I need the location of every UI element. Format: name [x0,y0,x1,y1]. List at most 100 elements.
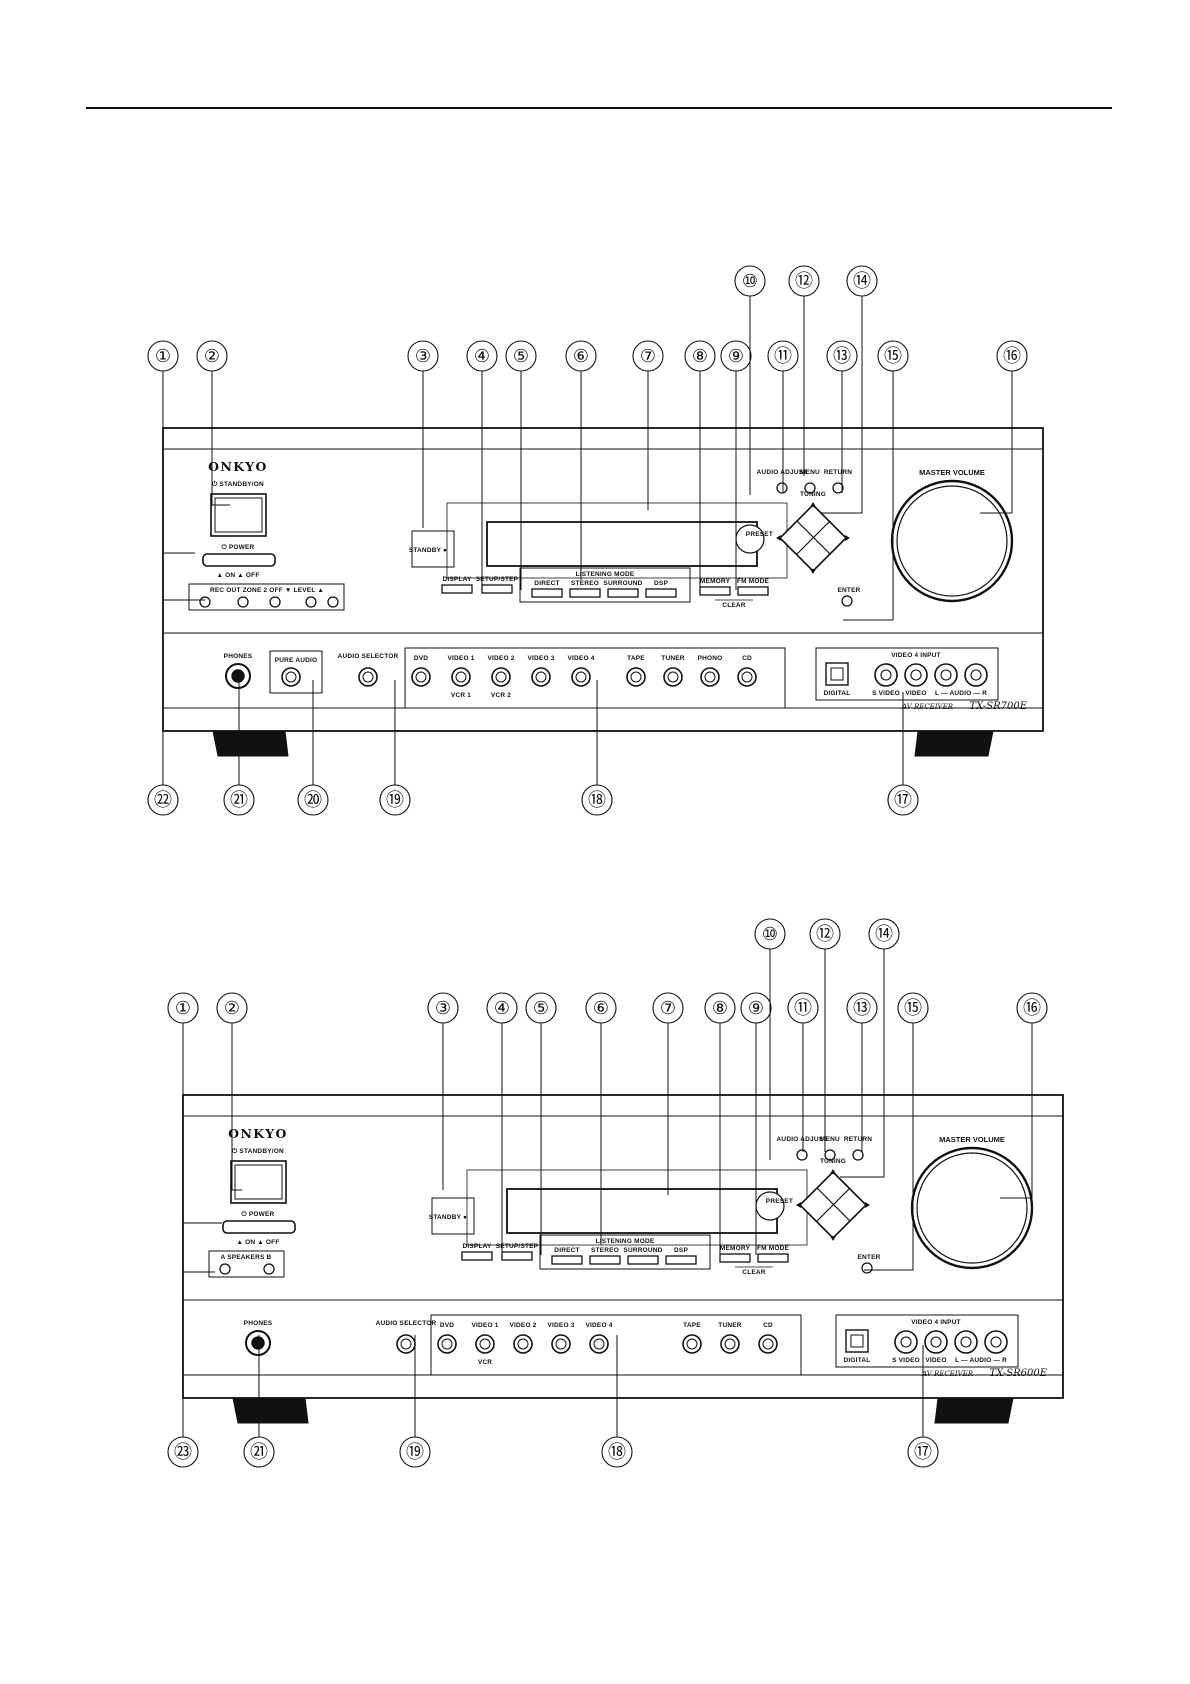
video4-video-label: VIDEO [905,690,926,697]
preset-left-icon[interactable] [776,535,781,541]
phones-label: PHONES [244,1320,273,1327]
speakers-a-button[interactable] [219,1263,231,1275]
input-video-2-label: VIDEO 2 [509,1322,536,1329]
listening-mode-surround-button[interactable] [607,588,639,598]
callout-top-0: ⑩ [762,924,778,945]
master-volume-label: MASTER VOLUME [919,468,985,477]
callout-6: ⑦ [640,346,656,367]
tuning-down-icon[interactable] [810,569,816,574]
display-button[interactable] [461,1251,493,1261]
standby-on-label: ⏻ STANDBY/ON [232,1147,284,1155]
power-button[interactable] [202,553,276,567]
video4-jack-inner-1 [930,1336,942,1348]
power-label: ⏻ POWER [242,1210,275,1218]
listening-mode-surround-button[interactable] [627,1255,659,1265]
callout-12: ⑯ [1003,346,1021,367]
audio-adjust-button[interactable] [796,1149,808,1161]
enter-button[interactable] [841,595,853,607]
standby-indicator-box [411,530,455,568]
return-button[interactable] [832,482,844,494]
input-cd-label: CD [742,655,752,662]
preset-right-icon[interactable] [845,535,850,541]
tuning-up-icon[interactable] [830,1169,836,1174]
input-dvd-button-inner [415,671,427,683]
menu-button[interactable] [804,482,816,494]
audio-selector-button-inner [400,1338,412,1350]
callout-7: ⑧ [712,998,728,1019]
standby-on-button[interactable] [230,1160,287,1204]
video4-svideo-label: S VIDEO [872,690,900,697]
input-video-1-button-inner [479,1338,491,1350]
listening-mode-direct-label: DIRECT [554,1247,579,1254]
video4-jack-inner-0 [900,1336,912,1348]
fm-mode-button[interactable] [737,586,769,596]
callout-top-1: ⑫ [816,924,834,945]
optical-digital-jack-inner [850,1334,864,1348]
listening-mode-dsp-label: DSP [674,1247,688,1254]
video4-input-box [815,647,999,701]
listening-mode-stereo-button[interactable] [589,1255,621,1265]
display-button[interactable] [441,584,473,594]
tuning-down-icon[interactable] [830,1236,836,1241]
callout-1: ② [224,998,240,1019]
callout-bottom-3: ⑲ [386,790,404,811]
remote-sensor [755,1191,785,1221]
zone-button-1[interactable] [237,596,249,608]
menu-label: MENU [820,1136,840,1143]
listening-mode-direct-button[interactable] [551,1255,583,1265]
display-label: DISPLAY [463,1243,492,1250]
speakers-b-button[interactable] [263,1263,275,1275]
callout-bottom-4: ⑱ [588,790,606,811]
page-rule [86,107,1112,109]
input-video-3-label: VIDEO 3 [527,655,554,662]
listening-mode-stereo-label: STEREO [571,580,599,587]
preset-left-icon[interactable] [796,1202,801,1208]
audio-adjust-button[interactable] [776,482,788,494]
standby-indicator-box [431,1197,475,1235]
callout-2: ③ [415,346,431,367]
power-button[interactable] [222,1220,296,1234]
video4-jack-inner-2 [960,1336,972,1348]
listening-mode-stereo-button[interactable] [569,588,601,598]
audio-selector-label: AUDIO SELECTOR [338,653,399,660]
enter-label: ENTER [857,1254,880,1261]
callout-bottom-4: ⑰ [914,1442,932,1463]
optical-digital-jack[interactable] [845,1329,869,1353]
tuning-up-icon[interactable] [810,502,816,507]
right-foot [934,1397,1014,1424]
listening-mode-label: LISTENING MODE [576,571,635,578]
menu-label: MENU [800,469,820,476]
memory-button[interactable] [699,586,731,596]
callout-0: ① [175,998,191,1019]
zone-button-3[interactable] [305,596,317,608]
listening-mode-stereo-label: STEREO [591,1247,619,1254]
preset-right-icon[interactable] [865,1202,870,1208]
fm-mode-button[interactable] [757,1253,789,1263]
listening-mode-label: LISTENING MODE [596,1238,655,1245]
memory-button[interactable] [719,1253,751,1263]
listening-mode-direct-button[interactable] [531,588,563,598]
callout-bottom-5: ⑰ [894,790,912,811]
input-phono-button-inner [704,671,716,683]
callout-4: ⑤ [533,998,549,1019]
listening-mode-dsp-button[interactable] [665,1255,697,1265]
callout-3: ④ [474,346,490,367]
right-foot [914,730,994,757]
return-button[interactable] [852,1149,864,1161]
input-video-4-label: VIDEO 4 [585,1322,612,1329]
zone-button-0[interactable] [199,596,211,608]
video4-jack-inner-3 [990,1336,1002,1348]
preset-label: PRESET [766,1198,793,1205]
menu-button[interactable] [824,1149,836,1161]
zone-button-4[interactable] [327,596,339,608]
setup-button[interactable] [501,1251,533,1261]
video4-input-label: VIDEO 4 INPUT [891,652,941,659]
listening-mode-dsp-button[interactable] [645,588,677,598]
standby-on-button[interactable] [210,493,267,537]
zone-button-2[interactable] [269,596,281,608]
leader-line-1 [211,371,230,506]
master-volume-knob-inner [916,1152,1028,1264]
optical-digital-jack[interactable] [825,662,849,686]
enter-button[interactable] [861,1262,873,1274]
